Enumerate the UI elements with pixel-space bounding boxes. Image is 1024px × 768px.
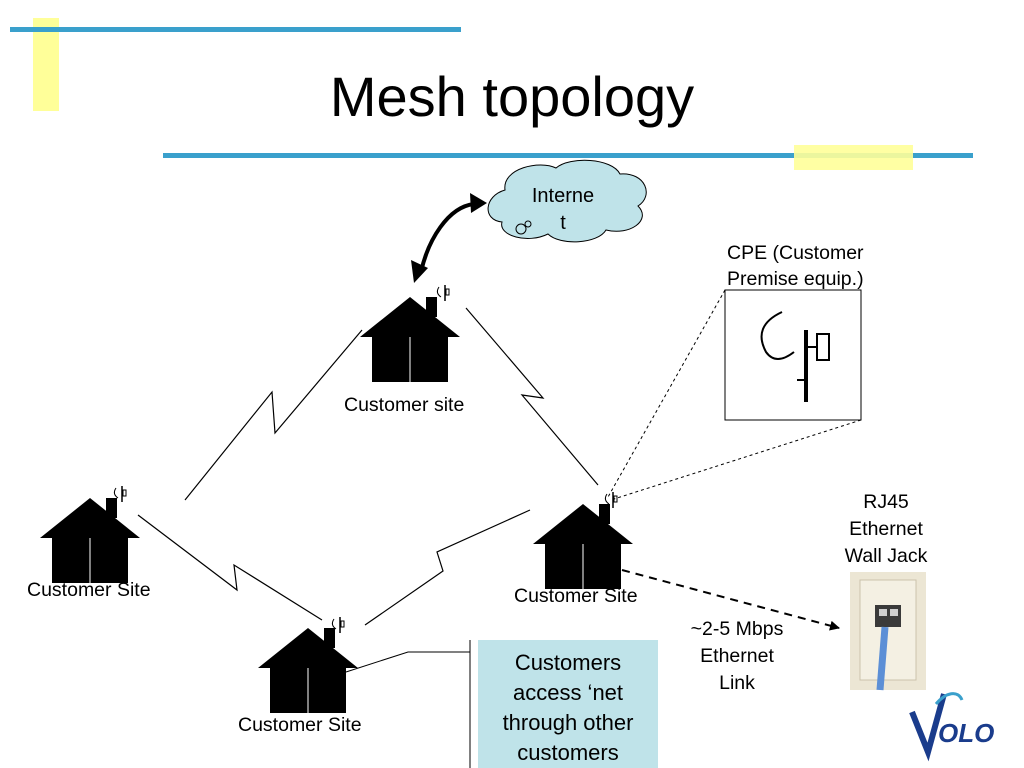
wall-jack-label-line3: Wall Jack xyxy=(844,545,928,567)
internet-arrow xyxy=(411,193,487,283)
internet-label: Interne t xyxy=(515,183,611,237)
note-line1: Customers xyxy=(514,650,622,675)
house-icon-left xyxy=(39,497,141,584)
site-label-top: Customer site xyxy=(344,394,465,416)
note-bracket xyxy=(345,640,471,768)
wall-jack-image xyxy=(850,572,926,691)
page-title: Mesh topology xyxy=(329,65,695,128)
note-line2: access ‘net xyxy=(512,680,624,705)
cpe-label-line1: CPE (Customer xyxy=(727,242,864,264)
wall-jack-label-line2: Ethernet xyxy=(849,518,923,540)
site-label-bottom: Customer Site xyxy=(238,714,362,736)
ethernet-link-label-line1: ~2-5 Mbps xyxy=(690,618,784,640)
wall-jack-label: RJ45 Ethernet Wall Jack xyxy=(826,489,946,570)
volo-logo xyxy=(909,692,964,762)
internet-label-line2: t xyxy=(560,212,566,234)
link-left-top xyxy=(184,329,363,501)
link-left-bottom xyxy=(137,514,323,621)
site-label-right: Customer Site xyxy=(514,585,638,607)
house-icon-bottom xyxy=(257,627,359,714)
house-icon-right xyxy=(532,503,634,590)
antenna-icon-top xyxy=(436,284,450,302)
cpe-callout-lines xyxy=(607,289,862,500)
wireless-links xyxy=(137,307,599,626)
cpe-label-line2: Premise equip.) xyxy=(727,268,864,290)
cpe-label: CPE (Customer Premise equip.) xyxy=(727,240,864,292)
ethernet-link-arrow xyxy=(621,569,840,631)
cloud-icon xyxy=(487,159,647,243)
site-label-left: Customer Site xyxy=(27,579,151,601)
note-line3: through other xyxy=(502,710,634,735)
note-line4: customers xyxy=(517,740,619,765)
ethernet-link-label: ~2-5 Mbps Ethernet Link xyxy=(672,616,802,697)
internet-label-line1: Interne xyxy=(531,185,595,207)
link-bottom-right xyxy=(364,509,531,626)
ethernet-link-label-line2: Ethernet xyxy=(700,645,774,667)
volo-logo-text: OLO xyxy=(938,718,995,748)
wall-jack-label-line1: RJ45 xyxy=(863,491,909,513)
link-top-right xyxy=(465,307,599,486)
mesh-note-box: Customers access ‘net through other cust… xyxy=(478,640,658,768)
ethernet-link-label-line3: Link xyxy=(719,672,755,694)
accent-decoration xyxy=(10,18,973,170)
cpe-antenna-image xyxy=(724,289,862,421)
house-icon-top xyxy=(359,296,461,383)
